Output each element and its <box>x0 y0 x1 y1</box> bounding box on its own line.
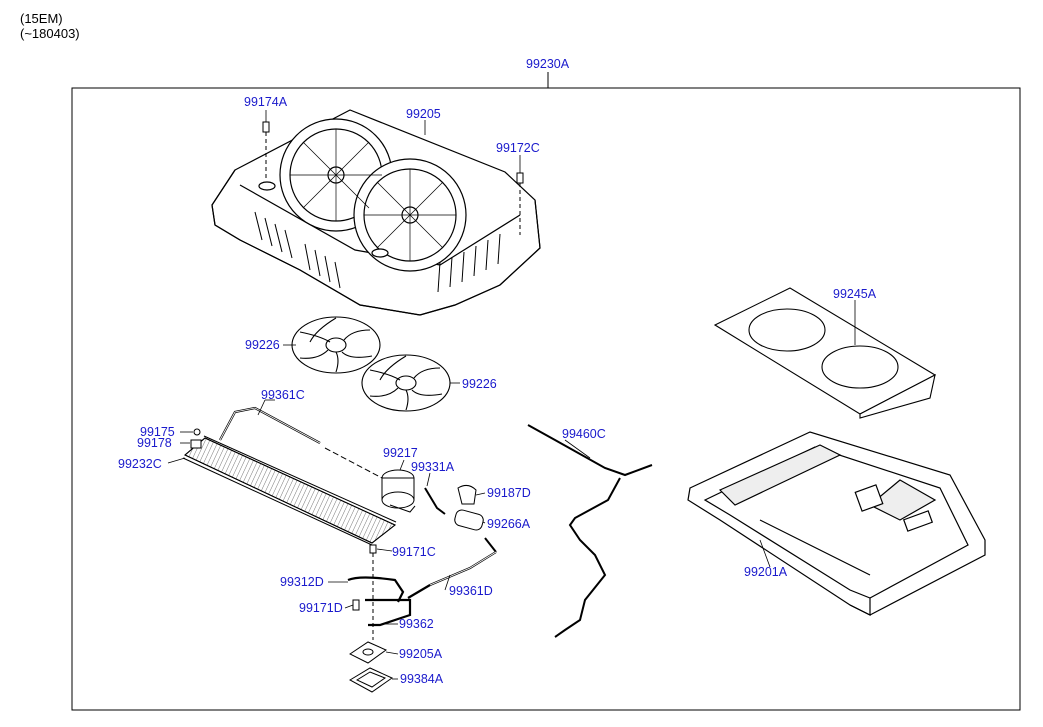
part-label-99171d[interactable]: 99171D <box>299 601 343 615</box>
wire-harness-drawing <box>527 424 653 638</box>
bracket-drawing <box>713 287 937 419</box>
part-label-99205a[interactable]: 99205A <box>399 647 443 661</box>
part-label-99171c[interactable]: 99171C <box>392 545 436 559</box>
part-label-99245a[interactable]: 99245A <box>833 287 877 301</box>
part-label-99266a[interactable]: 99266A <box>487 517 531 531</box>
part-label-99205[interactable]: 99205 <box>406 107 441 121</box>
part-label-99312d[interactable]: 99312D <box>280 575 324 589</box>
assembly-label-99230a[interactable]: 99230A <box>526 57 570 71</box>
part-label-99187d[interactable]: 99187D <box>487 486 531 500</box>
base-frame-drawing <box>687 431 986 616</box>
gasket-drawing <box>348 641 394 693</box>
fan-drawings <box>291 316 451 412</box>
pipe-99361d <box>429 551 497 587</box>
part-99175-drawing <box>193 428 201 436</box>
leader-lines <box>167 110 856 680</box>
part-label-99175[interactable]: 99175 <box>140 425 175 439</box>
pipe-99361c <box>219 406 321 444</box>
part-label-99226-upper[interactable]: 99226 <box>245 338 280 352</box>
part-label-99226-lower[interactable]: 99226 <box>462 377 497 391</box>
date-range: (~180403) <box>20 26 80 41</box>
part-label-99201a[interactable]: 99201A <box>744 565 788 579</box>
lower-pipes-drawing <box>347 576 431 627</box>
assembly-frame <box>71 87 1021 711</box>
part-label-99172c[interactable]: 99172C <box>496 141 540 155</box>
screws-lower-drawing <box>352 544 377 640</box>
part-label-99361c[interactable]: 99361C <box>261 388 305 402</box>
condenser-drawing <box>182 435 397 546</box>
part-label-99174a[interactable]: 99174A <box>244 95 288 109</box>
part-label-99178[interactable]: 99178 <box>137 436 172 450</box>
part-label-99232c[interactable]: 99232C <box>118 457 162 471</box>
part-label-99362[interactable]: 99362 <box>399 617 434 631</box>
compressor-drawing <box>381 469 416 513</box>
hose-parts-drawing <box>424 484 497 553</box>
model-code: (15EM) <box>20 11 63 26</box>
part-label-99331a[interactable]: 99331A <box>411 460 455 474</box>
part-label-99384a[interactable]: 99384A <box>400 672 444 686</box>
part-99178-drawing <box>190 439 202 449</box>
part-label-99460c[interactable]: 99460C <box>562 427 606 441</box>
part-label-99217[interactable]: 99217 <box>383 446 418 460</box>
part-label-99361d[interactable]: 99361D <box>449 584 493 598</box>
top-cover-drawing <box>211 109 541 316</box>
